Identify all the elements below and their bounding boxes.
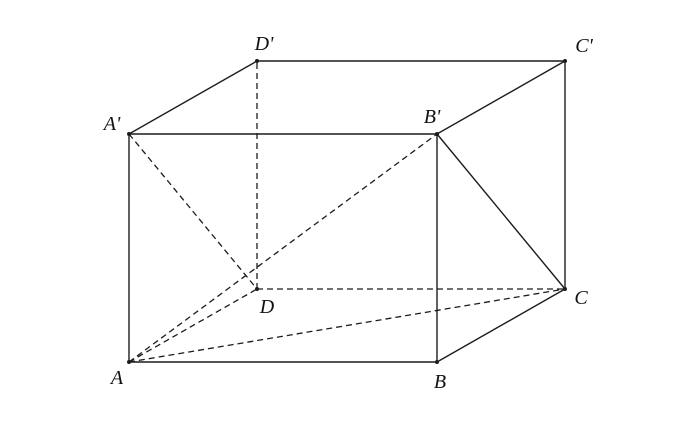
edge-Bp-Cp — [436, 60, 566, 135]
edge-Ap-D — [128, 133, 258, 290]
edge-A-Bp — [128, 133, 438, 363]
vertex-label-Ap: A' — [102, 113, 121, 135]
edge-A-C — [128, 288, 566, 363]
edge-Bp-C — [436, 133, 566, 290]
vertex-label-Cp: C' — [575, 35, 593, 57]
vertex-label-Bp: B' — [424, 106, 441, 128]
vertex-dot-C — [563, 287, 567, 291]
vertex-label-Dp: D' — [254, 33, 274, 55]
vertex-dot-D — [255, 287, 259, 291]
edges-group — [128, 60, 566, 363]
vertex-dot-B — [435, 360, 439, 364]
vertex-label-C: C — [574, 287, 588, 309]
vertex-dot-Dp — [255, 59, 259, 63]
vertex-label-A: A — [109, 367, 124, 389]
vertex-dot-Cp — [563, 59, 567, 63]
vertex-label-B: B — [434, 371, 446, 393]
edge-Ap-Dp — [128, 60, 258, 135]
vertex-dots-group — [127, 59, 567, 364]
vertex-labels-group: A B C D A' B' C' D' — [102, 33, 594, 393]
vertex-dot-Ap — [127, 132, 131, 136]
edge-B-C — [436, 288, 566, 363]
vertex-label-D: D — [259, 296, 275, 318]
vertex-dot-A — [127, 360, 131, 364]
vertex-dot-Bp — [435, 132, 439, 136]
edge-A-D — [128, 288, 258, 363]
